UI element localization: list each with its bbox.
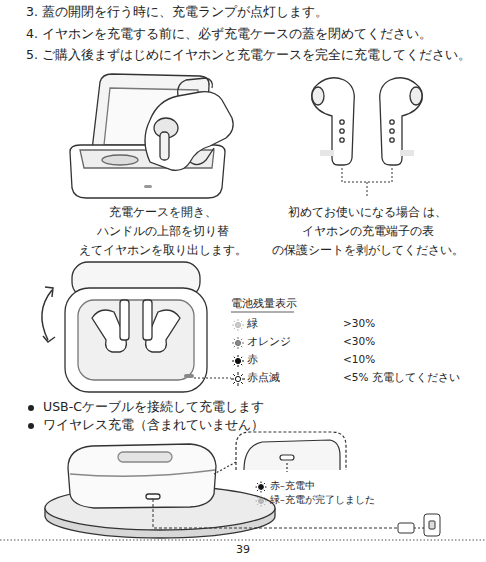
led-dot	[259, 485, 264, 490]
table-cell: <5% 充電してください	[343, 370, 460, 386]
usb-port	[146, 494, 160, 499]
bracket	[342, 168, 392, 196]
rotate-arc	[42, 290, 52, 340]
case-closed	[68, 444, 216, 508]
bullet-text: USB-Cケーブルを接続して充電します	[43, 398, 264, 417]
ear-tip	[410, 87, 422, 105]
instruction: 4. イヤホンを充電する前に、必ず充電ケースの蓋を閉めてください。	[26, 25, 432, 44]
earbuds	[312, 78, 423, 165]
case-body	[65, 288, 207, 392]
hand	[145, 92, 233, 171]
led-indicator	[280, 455, 294, 460]
instruction: 5. ご購入後まずはじめにイヤホンと充電ケースを完全に充電してください。	[26, 46, 471, 65]
led-red-blink	[231, 372, 245, 386]
cable	[414, 528, 424, 529]
led-rays	[232, 337, 244, 349]
table-cell: 緑	[247, 316, 258, 332]
led-rays	[256, 482, 267, 493]
led-icons	[231, 319, 245, 386]
led-rays	[231, 372, 245, 386]
table-cell: 赤	[247, 352, 258, 368]
rotate-arrow	[42, 287, 55, 342]
bullet-text: ワイヤレス充電（含まれていません）	[43, 416, 264, 435]
caption: 初めてお使いになる場合 は、イヤホンの充電端子の表 の保護シートを剥がしてくださ…	[265, 203, 470, 260]
caption: 充電ケースを開き、 ハンドルの上部を切り替 えてイヤホンを取り出します。	[70, 203, 255, 260]
earbud-slot	[102, 155, 138, 165]
case-top-detail	[118, 452, 172, 462]
led-green	[256, 496, 267, 507]
led-dot	[235, 358, 240, 363]
protective-sheet	[400, 150, 414, 156]
charger-port	[429, 521, 435, 529]
led-rays	[232, 319, 244, 331]
led-red	[256, 482, 267, 493]
case-led	[184, 374, 194, 378]
inset	[214, 432, 346, 474]
led-dot	[235, 322, 240, 327]
led-dot	[259, 499, 264, 504]
contact	[340, 138, 344, 142]
contact	[390, 138, 394, 142]
charge-led-icons	[256, 482, 267, 507]
bullet	[28, 405, 34, 411]
inset-case	[244, 440, 340, 470]
contact	[340, 129, 344, 133]
contact	[340, 120, 344, 124]
inset-leader	[214, 462, 236, 474]
led-green	[232, 319, 244, 331]
led-rays	[232, 355, 244, 367]
page-number: 39	[223, 542, 263, 559]
case-tray	[78, 300, 194, 380]
indicator-leader	[286, 463, 287, 472]
status-label: 緑–充電が完了しました	[270, 493, 375, 507]
case-led	[144, 185, 152, 188]
contact	[390, 120, 394, 124]
ear-tip	[312, 87, 324, 105]
finger	[178, 78, 213, 96]
case-top-view	[65, 262, 207, 392]
arrow-head	[45, 287, 53, 297]
table-cell: オレンジ	[247, 334, 291, 350]
led-dot	[235, 340, 240, 345]
table-cell: >30%	[343, 316, 375, 332]
table-cell: 赤点滅	[247, 370, 280, 386]
separator	[0, 540, 486, 541]
earbud-left	[312, 78, 355, 165]
led-dot	[235, 376, 240, 381]
case-seam	[70, 470, 215, 476]
table-cell: <30%	[343, 334, 375, 350]
leader-line	[194, 378, 231, 379]
led-rays	[256, 496, 267, 507]
earbud-stem	[120, 300, 129, 340]
bullet	[28, 423, 34, 429]
led-red	[232, 355, 244, 367]
protective-sheet	[320, 150, 334, 156]
status-label: 赤–充電中	[270, 479, 315, 493]
charger	[424, 514, 440, 536]
finger	[190, 148, 214, 165]
case-open-hand	[70, 74, 233, 198]
underline	[231, 312, 294, 313]
table-cell: <10%	[343, 352, 375, 368]
contact	[390, 129, 394, 133]
instruction: 3. 蓋の開閉を行う時に、充電ランプが点灯します。	[26, 3, 328, 22]
inset-frame	[236, 432, 346, 470]
usb-plug	[398, 523, 414, 533]
table-heading: 電池残量表示	[231, 296, 297, 312]
earbud-stem	[143, 300, 152, 340]
earbud-right	[380, 78, 423, 165]
led-orange	[232, 337, 244, 349]
earbud-stem	[160, 132, 169, 160]
arrow-head	[43, 336, 55, 342]
